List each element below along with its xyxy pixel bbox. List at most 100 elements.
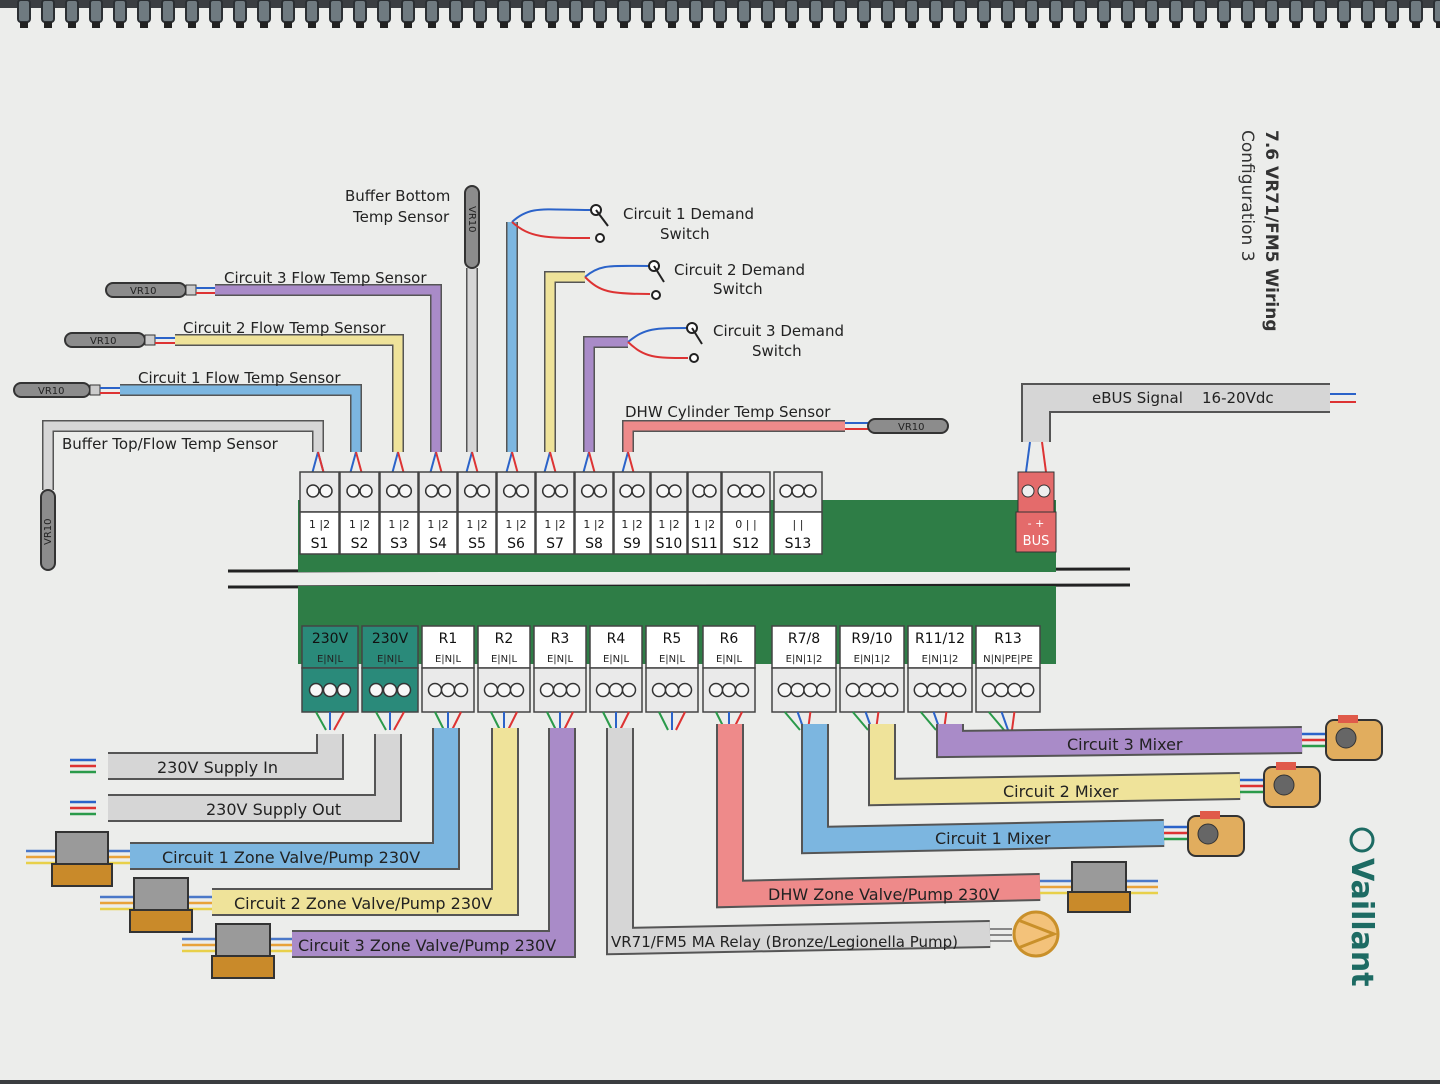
spiral-loop [1385,0,1399,28]
page-heading: 7.6 VR71/FM5 Wiring Configuration 3 [1237,130,1281,332]
spiral-loop [113,0,127,28]
brand-rabbit-icon [1349,827,1375,853]
terminal-pins: E|N|L [716,654,743,665]
label-circuit3-mixer: Circuit 3 Mixer [1067,735,1183,754]
output-cables [108,724,1303,958]
cable-ma-relay [608,728,991,954]
terminal-label: S3 [390,536,408,552]
spiral-loop [41,0,55,28]
terminal-pins: 1 |2 [349,518,370,531]
terminal-label: S8 [585,536,603,552]
page-title: 7.6 VR71/FM5 Wiring [1261,130,1281,332]
label-c3-flow: Circuit 3 Flow Temp Sensor [224,269,427,287]
spiral-loop [761,0,775,28]
cable-circuit2-zone [212,728,517,914]
spiral-loop [713,0,727,28]
label-circuit2-zone: Circuit 2 Zone Valve/Pump 230V [234,894,492,913]
spiral-loop [617,0,631,28]
probe-tag: VR10 [43,518,54,545]
terminal-label: S2 [351,536,369,552]
terminal-label: S7 [546,536,564,552]
spiral-loop [1025,0,1039,28]
label-c3-demand-2: Switch [752,342,802,360]
probe-tag: VR10 [130,286,157,297]
sensor-terminal-s3: 1 |2 S3 [379,471,419,555]
spiral-loop [953,0,967,28]
spiral-loop [497,0,511,28]
sensor-terminal-s9: 1 |2S9 [613,471,651,555]
spiral-loop [161,0,175,28]
terminal-pins: 1 |2 [388,518,409,531]
terminal-pins: E|N|1|2 [854,654,891,665]
relay-terminal-r1: R1E|N|L [421,625,475,731]
mixer-circuit1-icon [1187,811,1245,857]
spiral-loop [1073,0,1087,28]
terminal-pins: E|N|L [377,654,404,665]
spiral-loop [1433,0,1440,28]
relay-terminal-r4: R4E|N|L [589,625,643,731]
mixer-circuit3-icon [1325,715,1383,761]
bus-terminal: - + BUS [1015,471,1057,553]
label-c1-demand-1: Circuit 1 Demand [623,205,754,223]
sensor-labels: Buffer Bottom Temp Sensor Circuit 1 Dema… [62,187,844,453]
relay-terminal-row: 230VE|N|L230VE|N|LR1E|N|LR2E|N|LR3E|N|LR… [301,625,1041,731]
terminal-label: R3 [551,631,570,647]
spiral-loop [305,0,319,28]
terminal-label: R7/8 [788,631,820,647]
cable-circuit2-demand [545,272,585,452]
zone-valve-circuit1-icon [51,831,113,887]
terminal-label: S11 [691,536,718,552]
label-circuit1-mixer: Circuit 1 Mixer [935,829,1051,848]
terminal-pins: 1 |2 [583,518,604,531]
ebus-cable: eBUS Signal 16-20Vdc [1021,383,1356,473]
terminal-label: 230V [312,631,349,647]
label-c2-demand-2: Switch [713,280,763,298]
probe-tag: VR10 [898,422,925,433]
sensor-terminal-s13: | |S13 [773,471,823,555]
label-buffer-top: Buffer Top/Flow Temp Sensor [62,435,279,453]
spiral-loop [281,0,295,28]
probe-tag: VR10 [466,206,477,233]
probe-buffer-bottom: VR10 [464,185,480,269]
terminal-pins: E|N|1|2 [786,654,823,665]
terminal-label: S4 [429,536,447,552]
terminal-pins: N|N|PE|PE [983,654,1033,665]
spiral-loop [881,0,895,28]
relay-terminal-r9-10: R9/10E|N|1|2 [839,625,905,731]
cable-circuit3-demand [584,337,628,452]
probe-circuit2-flow: VR10 [64,332,175,348]
sensor-terminal-s4: 1 |2S4 [418,471,458,555]
probe-dhw-cylinder: VR10 [845,418,949,434]
spiral-loop [1145,0,1159,28]
terminal-pins: E|N|L [659,654,686,665]
terminal-pins: E|N|L [491,654,518,665]
sensor-terminal-s1: 1 |2S1 [299,471,340,555]
cable-dhw-cylinder [623,421,845,452]
spiral-loop [1241,0,1255,28]
terminal-pins: 0 | | [735,518,756,531]
terminal-label: S9 [623,536,641,552]
terminal-pins: E|N|L [547,654,574,665]
relay-terminal-r5: R5E|N|L [645,625,699,731]
cable-circuit1-mixer [803,724,1165,853]
output-labels: 230V Supply In 230V Supply Out Circuit 1… [157,735,1183,955]
label-c1-flow: Circuit 1 Flow Temp Sensor [138,369,341,387]
cable-circuit3-mixer [938,724,1303,757]
terminal-label: S1 [311,536,329,552]
label-c2-demand-1: Circuit 2 Demand [674,261,805,279]
terminal-pins: E|N|L [435,654,462,665]
spiral-loop [449,0,463,28]
spiral-loop [569,0,583,28]
spiral-loop [521,0,535,28]
terminal-label: S13 [785,536,812,552]
spiral-loop [1313,0,1327,28]
spiral-loop [1121,0,1135,28]
terminal-label: 230V [372,631,409,647]
spiral-loop [209,0,223,28]
relay-terminal-r2: R2E|N|L [477,625,531,731]
relay-terminal-supply-2: 230V E|N|L [361,625,419,731]
spiral-loop [137,0,151,28]
sensor-terminal-s5: 1 |2S5 [457,471,497,555]
cable-buffer-top [43,421,323,490]
